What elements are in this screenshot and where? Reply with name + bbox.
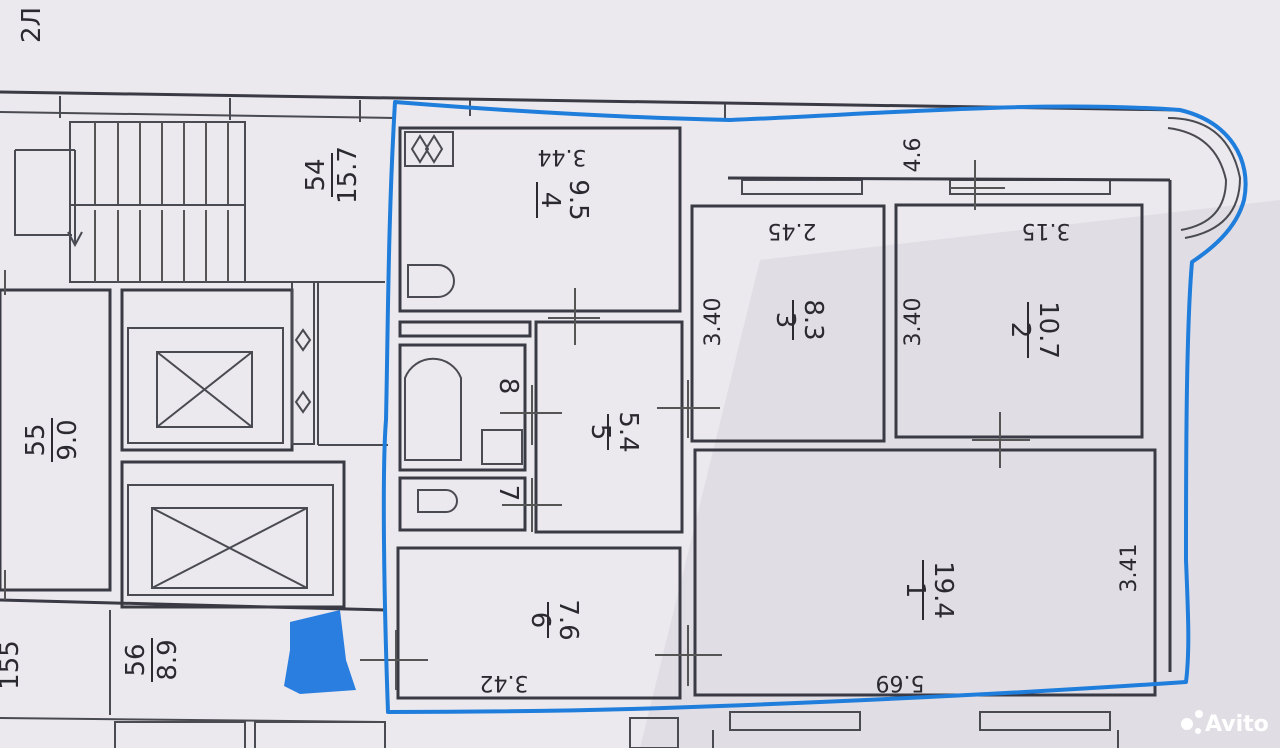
room-6-label: 6 7.6: [525, 599, 583, 640]
neighbor-54-area: 15.7: [333, 146, 363, 204]
room-5-area: 5.4: [613, 411, 643, 452]
room-3-label: 3 8.3: [770, 299, 828, 340]
room-6-dimension: 3.42: [480, 670, 529, 695]
room-3-number: 3: [770, 312, 800, 329]
room-1-width: 5.69: [876, 670, 925, 695]
scribble-mark: [284, 610, 356, 694]
room-2-label: 2 10.7: [1005, 301, 1063, 359]
room-4-number: 4: [535, 192, 565, 209]
room-2-width: 3.15: [1022, 218, 1071, 243]
neighbor-55-label: 55 9.0: [21, 418, 83, 462]
neighbor-54-number: 54: [301, 158, 331, 191]
neighbor-55-area: 9.0: [53, 419, 83, 460]
stairwell: [14, 121, 246, 283]
neighbor-56-label: 56 8.9: [121, 638, 183, 682]
avito-watermark: Avito: [1181, 710, 1269, 737]
balcony-dimension: 4.6: [901, 138, 926, 173]
room-8-number: 8: [493, 378, 523, 395]
room-5-number: 5: [585, 424, 615, 441]
room-3-length: 3.40: [701, 298, 726, 347]
neighbor-55-number: 55: [21, 423, 51, 456]
apartment: [4, 117, 1242, 748]
room-6-area: 7.6: [553, 599, 583, 640]
room-2-number: 2: [1005, 322, 1035, 339]
room-7-number: 7: [493, 485, 523, 502]
apartment-highlight-outline: [381, 100, 1248, 714]
neighbor-56-number: 56: [121, 643, 151, 676]
room-2-length: 3.40: [901, 298, 926, 347]
room-4-dimension: 3.44: [538, 144, 587, 169]
room-1-length: 3.41: [1117, 544, 1142, 593]
avito-watermark-text: Avito: [1205, 712, 1269, 737]
neighbor-54-label: 54 15.7: [301, 146, 363, 204]
room-3-width: 2.45: [768, 218, 817, 243]
neighbor-155-number: 155: [0, 640, 25, 690]
room-1-label: 1 19.4: [900, 560, 958, 620]
room-2-area: 10.7: [1033, 301, 1063, 359]
neighbor-56-area: 8.9: [153, 639, 183, 680]
room-1-area: 19.4: [928, 561, 958, 619]
room-5-label: 5 5.4: [585, 411, 643, 452]
room-4-label: 4 9.5: [535, 179, 593, 220]
room-3-area: 8.3: [798, 299, 828, 340]
room-4-area: 9.5: [563, 179, 593, 220]
elevator-shafts: [120, 281, 346, 609]
stamp-label: 2Л: [17, 7, 47, 43]
room-1-number: 1: [900, 582, 930, 599]
room-6-number: 6: [525, 612, 555, 629]
